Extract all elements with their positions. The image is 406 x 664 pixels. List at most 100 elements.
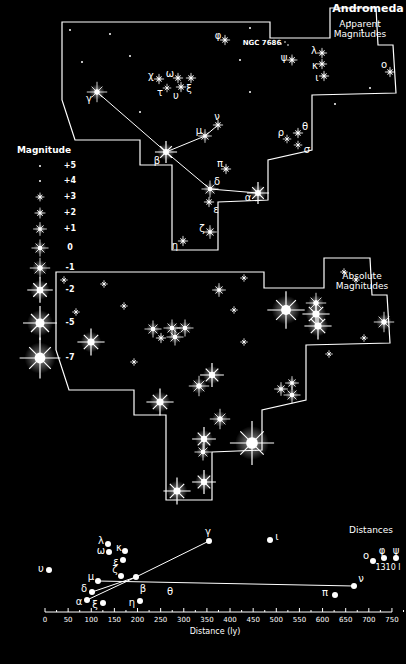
axis-minor-tick <box>218 610 219 612</box>
star-core <box>279 387 283 391</box>
axis-tick <box>345 608 346 612</box>
star-symbol <box>139 111 141 113</box>
axis-tick-label: 500 <box>270 617 283 625</box>
distance-dot <box>351 583 357 589</box>
figure-line <box>97 92 166 152</box>
star-symbol <box>287 55 298 66</box>
star-core <box>37 265 42 270</box>
star-symbol <box>204 197 214 207</box>
axis-minor-tick <box>125 610 126 612</box>
star-rays <box>195 444 212 461</box>
axis-minor-tick <box>334 610 335 612</box>
axis-tick-label: 300 <box>177 617 190 625</box>
star-core <box>94 89 99 94</box>
star-core <box>297 144 299 146</box>
star-core <box>36 319 45 328</box>
distance-dot <box>133 574 139 580</box>
star-rays <box>240 338 247 345</box>
star-label: μ <box>88 571 94 582</box>
star-rays <box>317 48 327 58</box>
axis-tick <box>137 608 138 612</box>
distance-axis <box>45 608 404 612</box>
star-core <box>297 132 300 135</box>
star-core <box>39 196 41 198</box>
legend-heading: Magnitude <box>17 146 71 156</box>
star-rays <box>186 73 196 83</box>
star-rays <box>163 477 190 504</box>
star-symbol <box>317 59 327 69</box>
star-rays <box>360 334 367 341</box>
star-core <box>183 326 188 331</box>
star-core <box>281 305 291 315</box>
axis-tick <box>114 608 115 612</box>
star-core <box>39 180 41 182</box>
star-core <box>109 33 111 35</box>
star-symbol <box>189 376 209 396</box>
star-symbol <box>81 61 83 63</box>
star-rays <box>204 197 214 207</box>
legend-label: +1 <box>64 225 76 234</box>
axis-tick <box>391 608 392 612</box>
axis-minor-tick <box>380 610 381 612</box>
star-symbol <box>317 48 327 58</box>
star-core <box>190 77 193 80</box>
star-core <box>217 288 221 292</box>
star-rays <box>173 73 183 83</box>
axis-tick <box>91 608 92 612</box>
distance-dot <box>89 589 95 595</box>
star-label: π <box>322 587 328 598</box>
legend-label: +2 <box>64 209 76 218</box>
star-core <box>69 29 71 31</box>
constellation-boundary <box>56 258 390 500</box>
legend-label: -5 <box>66 319 75 328</box>
star-label: λ <box>311 45 317 56</box>
star-symbol <box>325 350 332 357</box>
star-symbol <box>220 35 230 45</box>
distance-line <box>136 541 209 577</box>
star-rays <box>35 208 46 219</box>
star-core <box>201 479 207 485</box>
axis-tick-label: 50 <box>64 617 73 625</box>
star-core <box>177 77 180 80</box>
star-rays <box>304 312 331 339</box>
star-symbol <box>212 283 226 297</box>
star-rays <box>284 387 301 404</box>
star-core <box>201 450 206 455</box>
distance-dot <box>122 548 128 554</box>
star-symbol <box>240 338 247 345</box>
star-rays <box>293 128 303 138</box>
star-label: β <box>140 583 146 594</box>
star-rays <box>178 236 188 246</box>
star-label: δ <box>81 583 87 594</box>
star-symbol <box>230 306 237 313</box>
star-rays <box>72 308 79 315</box>
star-symbol <box>374 312 394 332</box>
star-core <box>182 240 185 243</box>
star-label: δ <box>214 176 220 187</box>
axis-minor-tick <box>311 610 312 612</box>
star-core <box>323 75 326 78</box>
star-label: ι <box>275 531 278 542</box>
star-label: ψ <box>281 52 288 63</box>
star-label: ν <box>358 573 364 584</box>
star-label: κ <box>312 60 318 71</box>
star-core <box>170 326 175 331</box>
star-core <box>163 149 169 155</box>
star-symbol <box>100 280 107 287</box>
star-symbol <box>39 180 41 182</box>
axis-tick-label: 100 <box>85 617 98 625</box>
distance-dot <box>118 573 124 579</box>
star-rays <box>156 333 166 343</box>
star-rays <box>192 470 216 494</box>
star-label: τ <box>157 87 163 98</box>
star-symbol <box>39 165 41 167</box>
axis-minor-tick <box>241 610 242 612</box>
star-core <box>217 124 220 127</box>
star-core <box>246 437 258 449</box>
star-core <box>103 283 105 285</box>
star-core <box>255 190 261 196</box>
star-label: φ <box>379 545 386 556</box>
star-label: α <box>245 192 252 203</box>
star-core <box>166 87 168 89</box>
